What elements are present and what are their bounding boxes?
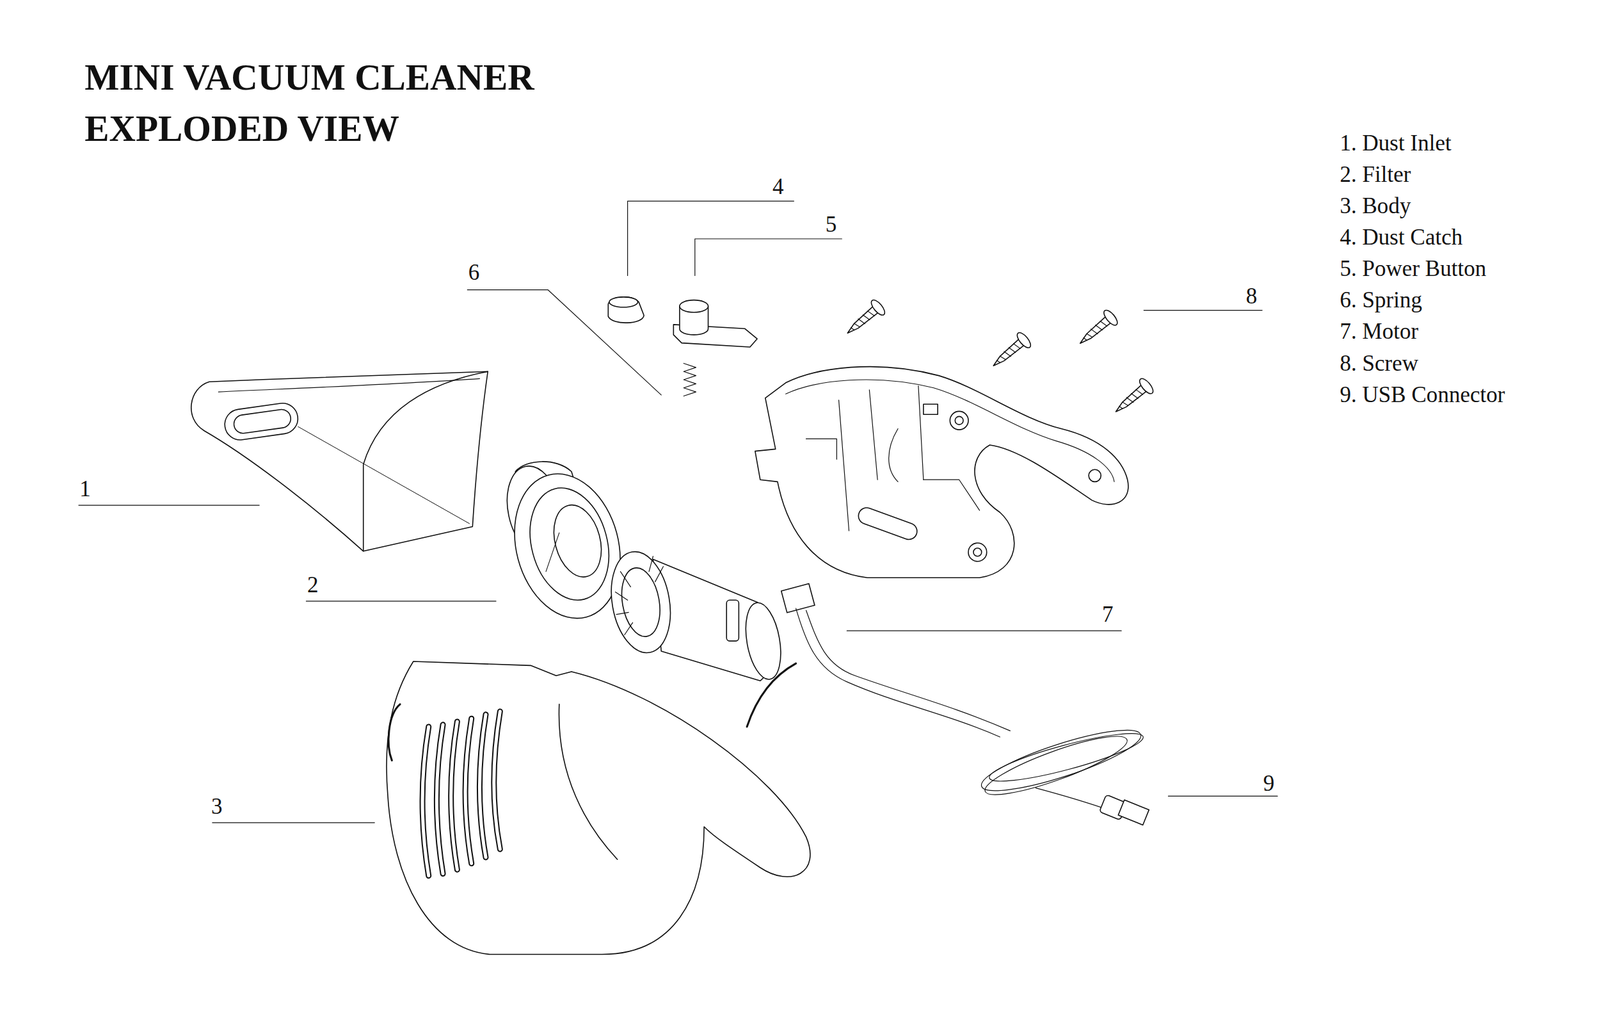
handle-housing-part: [785, 379, 1115, 482]
body-shell-part: [386, 661, 811, 955]
body-shell-part: [465, 718, 472, 863]
motor-part: [616, 564, 665, 640]
parts-list-item: 2. Filter: [1339, 161, 1411, 189]
handle-housing-part: [954, 416, 964, 425]
filter-part: [545, 532, 560, 572]
usb-cable-part: [796, 608, 1001, 737]
body-shell-part: [437, 724, 444, 874]
body-shell-part: [422, 726, 429, 876]
leader-lines-part: [305, 600, 496, 601]
usb-cable-part: [1035, 787, 1110, 811]
motor-part: [746, 663, 797, 727]
parts-list-item: 7. Motor: [1339, 318, 1419, 345]
dust-inlet-part: [222, 401, 300, 442]
leader-lines-part: [212, 821, 375, 823]
parts-list-item: 8. Screw: [1339, 350, 1419, 377]
parts-list-item: 3. Body: [1339, 192, 1411, 220]
usb-cable-part: [806, 609, 1011, 731]
parts-list-item: 1. Dust Inlet: [1339, 129, 1451, 157]
body-shell-part: [479, 714, 486, 857]
usb-cable: [796, 608, 1150, 825]
usb-cable-part: [980, 725, 1133, 805]
dust-catch-part: [608, 296, 644, 323]
callout-number: 6: [468, 259, 480, 287]
motor-part: [740, 599, 786, 682]
screws-part: [1109, 376, 1156, 419]
body-shell-part: [465, 718, 472, 863]
handle-housing-part: [1088, 469, 1101, 482]
leader-lines-part: [1168, 795, 1278, 797]
dust-catch-part: [609, 296, 639, 308]
body-shell-part: [451, 721, 458, 870]
spring-part: [683, 362, 696, 396]
handle-housing-part: [968, 542, 987, 562]
handle-housing-part: [949, 410, 969, 430]
body-shell: [386, 661, 811, 955]
dust-inlet-part: [218, 378, 480, 392]
dust-inlet-part: [363, 371, 488, 552]
leader-lines-part: [1143, 309, 1263, 311]
body-shell-part: [437, 724, 444, 874]
callout-number: 1: [79, 475, 91, 503]
filter-part: [518, 478, 621, 609]
handle-housing-part: [973, 547, 982, 557]
leader-lines-part: [627, 200, 795, 276]
leader-lines-part: [846, 630, 1122, 632]
motor-part: [604, 546, 679, 657]
usb-cable-part: [986, 724, 1147, 790]
screws: [841, 297, 1156, 419]
handle-housing-part: [839, 385, 924, 531]
screws-part: [841, 297, 888, 340]
handle-housing-part: [923, 403, 938, 415]
spring: [683, 362, 696, 396]
parts-list-item: 9. USB Connector: [1339, 381, 1505, 409]
leader-lines: [78, 200, 1278, 823]
handle-housing-part: [856, 504, 920, 542]
dust-inlet-part: [232, 408, 292, 435]
power-button: [673, 300, 758, 347]
callout-number: 7: [1102, 600, 1114, 628]
power-button-part: [679, 300, 709, 313]
body-shell-part: [558, 704, 617, 859]
handle-housing-part: [806, 438, 980, 511]
screws-part: [987, 330, 1033, 373]
screws-part: [1074, 307, 1120, 351]
leader-lines-part: [695, 238, 843, 276]
motor-part: [726, 599, 739, 641]
body-shell-part: [494, 711, 501, 849]
filter-part: [546, 499, 609, 582]
motor-part: [615, 556, 664, 635]
dust-catch: [608, 296, 644, 323]
callout-number: 9: [1263, 769, 1275, 797]
dust-inlet: [191, 371, 488, 552]
body-shell-part: [451, 721, 458, 870]
title: MINI VACUUM CLEANER EXPLODED VIEW: [84, 51, 697, 154]
body-shell-part: [422, 726, 429, 876]
usb-cable-part: [1118, 799, 1149, 825]
motor: [604, 546, 815, 727]
parts-list-item: 6. Spring: [1339, 286, 1423, 314]
leader-lines-part: [467, 289, 662, 395]
usb-cable-part: [976, 718, 1146, 802]
callout-number: 5: [825, 211, 838, 239]
dust-inlet-part: [191, 371, 488, 552]
leader-lines-part: [78, 504, 260, 505]
callout-number: 3: [211, 792, 223, 820]
handle-housing: [755, 366, 1129, 578]
body-shell-part: [494, 711, 501, 849]
body-shell-part: [388, 704, 400, 761]
motor-part: [781, 583, 815, 612]
callout-number: 8: [1246, 282, 1258, 310]
callout-number: 2: [307, 571, 319, 599]
parts-list-item: 5. Power Button: [1339, 255, 1487, 283]
handle-housing-part: [755, 366, 1129, 578]
dust-inlet-part: [298, 426, 470, 523]
body-shell-part: [479, 714, 486, 857]
parts-list-item: 4. Dust Catch: [1339, 224, 1463, 251]
callout-number: 4: [772, 173, 784, 201]
